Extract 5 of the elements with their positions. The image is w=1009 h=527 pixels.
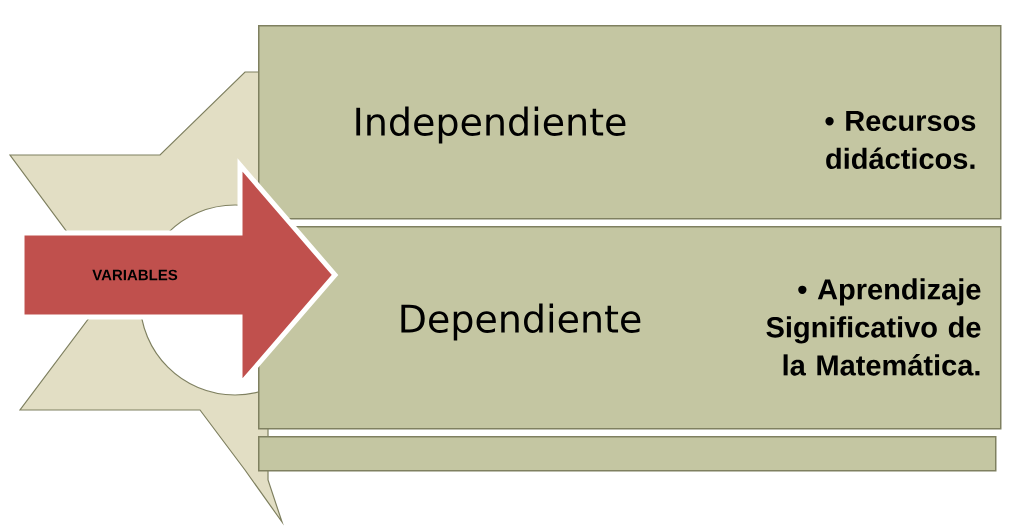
bullet-text: • Recursos didácticos. xyxy=(825,110,976,170)
band-heading: Independiente xyxy=(356,106,626,144)
bullet-text: • Aprendizaje Significativo de la Matemática. xyxy=(766,278,981,376)
band-heading: Dependiente xyxy=(401,303,641,341)
band xyxy=(258,436,997,472)
